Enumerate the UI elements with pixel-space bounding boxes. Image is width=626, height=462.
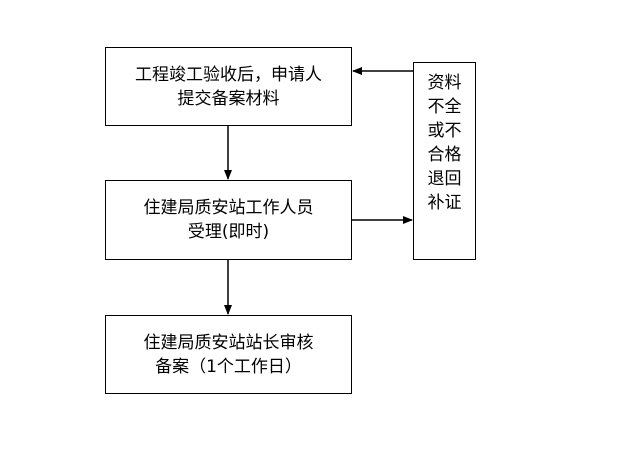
return-box-line-6: 补证 <box>427 193 462 213</box>
review-box-line-1: 住建局质安站站长审核 <box>143 332 314 353</box>
director-review-box: 住建局质安站站长审核 备案（1个工作日） <box>105 315 352 394</box>
return-box-line-5: 退回 <box>427 169 462 189</box>
review-box-line-2: 备案（1个工作日） <box>155 356 302 377</box>
return-box-line-3: 或不 <box>427 121 462 141</box>
submit-box-line-1: 工程竣工验收后，申请人 <box>135 64 322 85</box>
return-for-correction-box: 资料 不全 或不 合格 退回 补证 <box>413 62 476 260</box>
submit-materials-box: 工程竣工验收后，申请人 提交备案材料 <box>105 47 352 126</box>
submit-box-line-2: 提交备案材料 <box>177 88 280 109</box>
staff-acceptance-box: 住建局质安站工作人员 受理(即时) <box>105 180 352 260</box>
accept-box-line-2: 受理(即时) <box>187 222 270 242</box>
return-box-line-4: 合格 <box>427 145 462 165</box>
return-box-line-2: 不全 <box>427 97 462 117</box>
accept-box-line-1: 住建局质安站工作人员 <box>143 198 314 218</box>
return-box-line-1: 资料 <box>427 73 462 93</box>
